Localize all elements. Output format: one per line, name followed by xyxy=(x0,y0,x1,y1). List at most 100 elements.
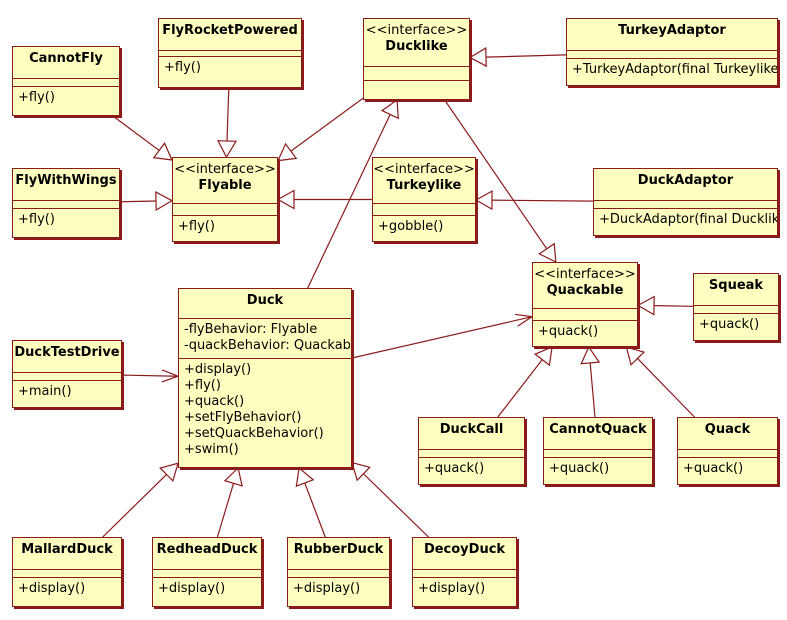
class-name: FlyWithWings xyxy=(15,173,117,188)
class-name: DuckCall xyxy=(439,422,504,437)
hollow-triangle-arrowhead xyxy=(636,295,655,316)
attribute-compartment: -flyBehavior: Flyable -quackBehavior: Qu… xyxy=(179,319,351,359)
operation: +quack() xyxy=(683,461,744,476)
class-name: Ducklike xyxy=(385,39,448,54)
operation-compartment: +display() xyxy=(13,578,121,600)
attribute-compartment xyxy=(173,204,277,216)
operation-compartment: +DuckAdaptor(final Ducklike) xyxy=(594,209,777,231)
stereotype-label: <<interface>> xyxy=(365,23,468,38)
interface-flyable[interactable]: <<interface>> Flyable +fly() xyxy=(172,157,278,242)
hollow-triangle-arrowhead xyxy=(223,466,243,487)
attribute-compartment xyxy=(13,201,119,209)
class-name-compartment: FlyRocketPowered xyxy=(159,19,301,51)
class-cannotfly[interactable]: CannotFly +fly() xyxy=(12,46,120,116)
attribute: -flyBehavior: Flyable xyxy=(184,322,318,337)
stereotype-label: <<interface>> xyxy=(373,162,475,177)
class-name: DecoyDuck xyxy=(423,542,506,557)
class-name: Quackable xyxy=(546,283,624,298)
attribute-compartment xyxy=(678,450,777,458)
attribute-compartment xyxy=(419,450,524,458)
attribute-compartment xyxy=(159,51,301,57)
interface-quackable[interactable]: <<interface>> Quackable +quack() xyxy=(532,262,638,347)
attribute-compartment xyxy=(288,570,389,578)
operation-compartment: +fly() xyxy=(13,209,119,231)
class-name-compartment: <<interface>> Quackable xyxy=(533,263,637,309)
class-name-compartment: Squeak xyxy=(694,274,778,306)
relation-generalization-line xyxy=(290,97,364,152)
attribute-compartment xyxy=(373,204,475,216)
operation-compartment: +display() +fly() +quack() +setFlyBehavi… xyxy=(179,359,351,461)
class-name: Squeak xyxy=(708,278,764,293)
class-name: DuckAdaptor xyxy=(637,173,734,188)
operation: +main() xyxy=(18,384,72,399)
class-name-compartment: MallardDuck xyxy=(13,538,121,570)
hollow-triangle-arrowhead xyxy=(625,346,646,366)
class-name-compartment: CannotQuack xyxy=(544,418,652,450)
operation-compartment: +fly() xyxy=(173,216,277,238)
operation-compartment: +quack() xyxy=(419,458,524,480)
operation-compartment: +TurkeyAdaptor(final Turkeylike) xyxy=(567,59,777,81)
class-flyrocketpowered[interactable]: FlyRocketPowered +fly() xyxy=(158,18,302,88)
operation-compartment: +display() xyxy=(288,578,389,600)
class-squeak[interactable]: Squeak +quack() xyxy=(693,273,779,341)
class-flywithwings[interactable]: FlyWithWings +fly() xyxy=(12,168,120,238)
operation: +fly() xyxy=(164,60,201,75)
operation: +setQuackBehavior() xyxy=(184,426,324,441)
class-quack[interactable]: Quack +quack() xyxy=(677,417,778,485)
class-name-compartment: <<interface>> Turkeylike xyxy=(373,158,475,204)
class-name: CannotQuack xyxy=(549,422,647,437)
class-ducktestdrive[interactable]: DuckTestDrive +main() xyxy=(12,340,122,408)
hollow-triangle-arrowhead xyxy=(351,461,371,482)
class-name-compartment: DecoyDuck xyxy=(413,538,516,570)
relation-generalization-line xyxy=(444,99,548,250)
class-decoyduck[interactable]: DecoyDuck +display() xyxy=(412,537,517,607)
attribute-compartment xyxy=(13,570,121,578)
class-name: Turkeylike xyxy=(386,178,462,193)
relation-realization-line xyxy=(637,358,695,418)
hollow-triangle-arrowhead xyxy=(380,98,399,120)
class-duckadaptor[interactable]: DuckAdaptor +DuckAdaptor(final Ducklike) xyxy=(593,168,778,236)
attribute-compartment xyxy=(13,373,121,381)
class-mallardduck[interactable]: MallardDuck +display() xyxy=(12,537,122,607)
relation-realization-line xyxy=(589,362,596,418)
operation: +quack() xyxy=(424,461,485,476)
relation-realization-line xyxy=(226,87,230,142)
operation-compartment: +quack() xyxy=(694,314,778,336)
relation-realization-line xyxy=(653,305,694,307)
hollow-triangle-arrowhead xyxy=(152,142,173,161)
class-name-compartment: Quack xyxy=(678,418,777,450)
relation-generalization-line xyxy=(102,474,167,538)
hollow-triangle-arrowhead xyxy=(159,462,179,483)
operation-compartment: +quack() xyxy=(533,321,637,343)
hollow-triangle-arrowhead xyxy=(295,466,315,488)
interface-ducklike[interactable]: <<interface>> Ducklike xyxy=(363,18,470,100)
class-cannotquack[interactable]: CannotQuack +quack() xyxy=(543,417,653,485)
class-rubberduck[interactable]: RubberDuck +display() xyxy=(287,537,390,607)
operation: +quack() xyxy=(538,324,599,339)
operation-compartment: +fly() xyxy=(159,57,301,79)
hollow-triangle-arrowhead xyxy=(276,189,295,210)
operation: +setFlyBehavior() xyxy=(184,410,302,425)
attribute-compartment xyxy=(413,570,516,578)
class-name-compartment: DuckCall xyxy=(419,418,524,450)
stereotype-label: <<interface>> xyxy=(174,162,276,177)
operation: +gobble() xyxy=(378,219,444,234)
operation: +fly() xyxy=(18,212,55,227)
interface-turkeylike[interactable]: <<interface>> Turkeylike +gobble() xyxy=(372,157,476,242)
class-duckcall[interactable]: DuckCall +quack() xyxy=(418,417,525,485)
class-name-compartment: Duck xyxy=(179,289,351,319)
class-name: MallardDuck xyxy=(21,542,113,557)
operation: +fly() xyxy=(18,90,55,105)
relation-realization-line xyxy=(307,114,391,289)
relation-generalization-line xyxy=(216,483,235,538)
class-duck[interactable]: Duck -flyBehavior: Flyable -quackBehavio… xyxy=(178,288,352,468)
class-name: DuckTestDrive xyxy=(14,345,120,360)
operation: +display() xyxy=(18,581,86,596)
attribute-compartment xyxy=(13,79,119,87)
stereotype-label: <<interface>> xyxy=(534,267,636,282)
class-redheadduck[interactable]: RedheadDuck +display() xyxy=(152,537,262,607)
hollow-triangle-arrowhead xyxy=(216,140,238,159)
class-name-compartment: <<interface>> Ducklike xyxy=(364,19,469,67)
class-turkeyadaptor[interactable]: TurkeyAdaptor +TurkeyAdaptor(final Turke… xyxy=(566,18,778,86)
